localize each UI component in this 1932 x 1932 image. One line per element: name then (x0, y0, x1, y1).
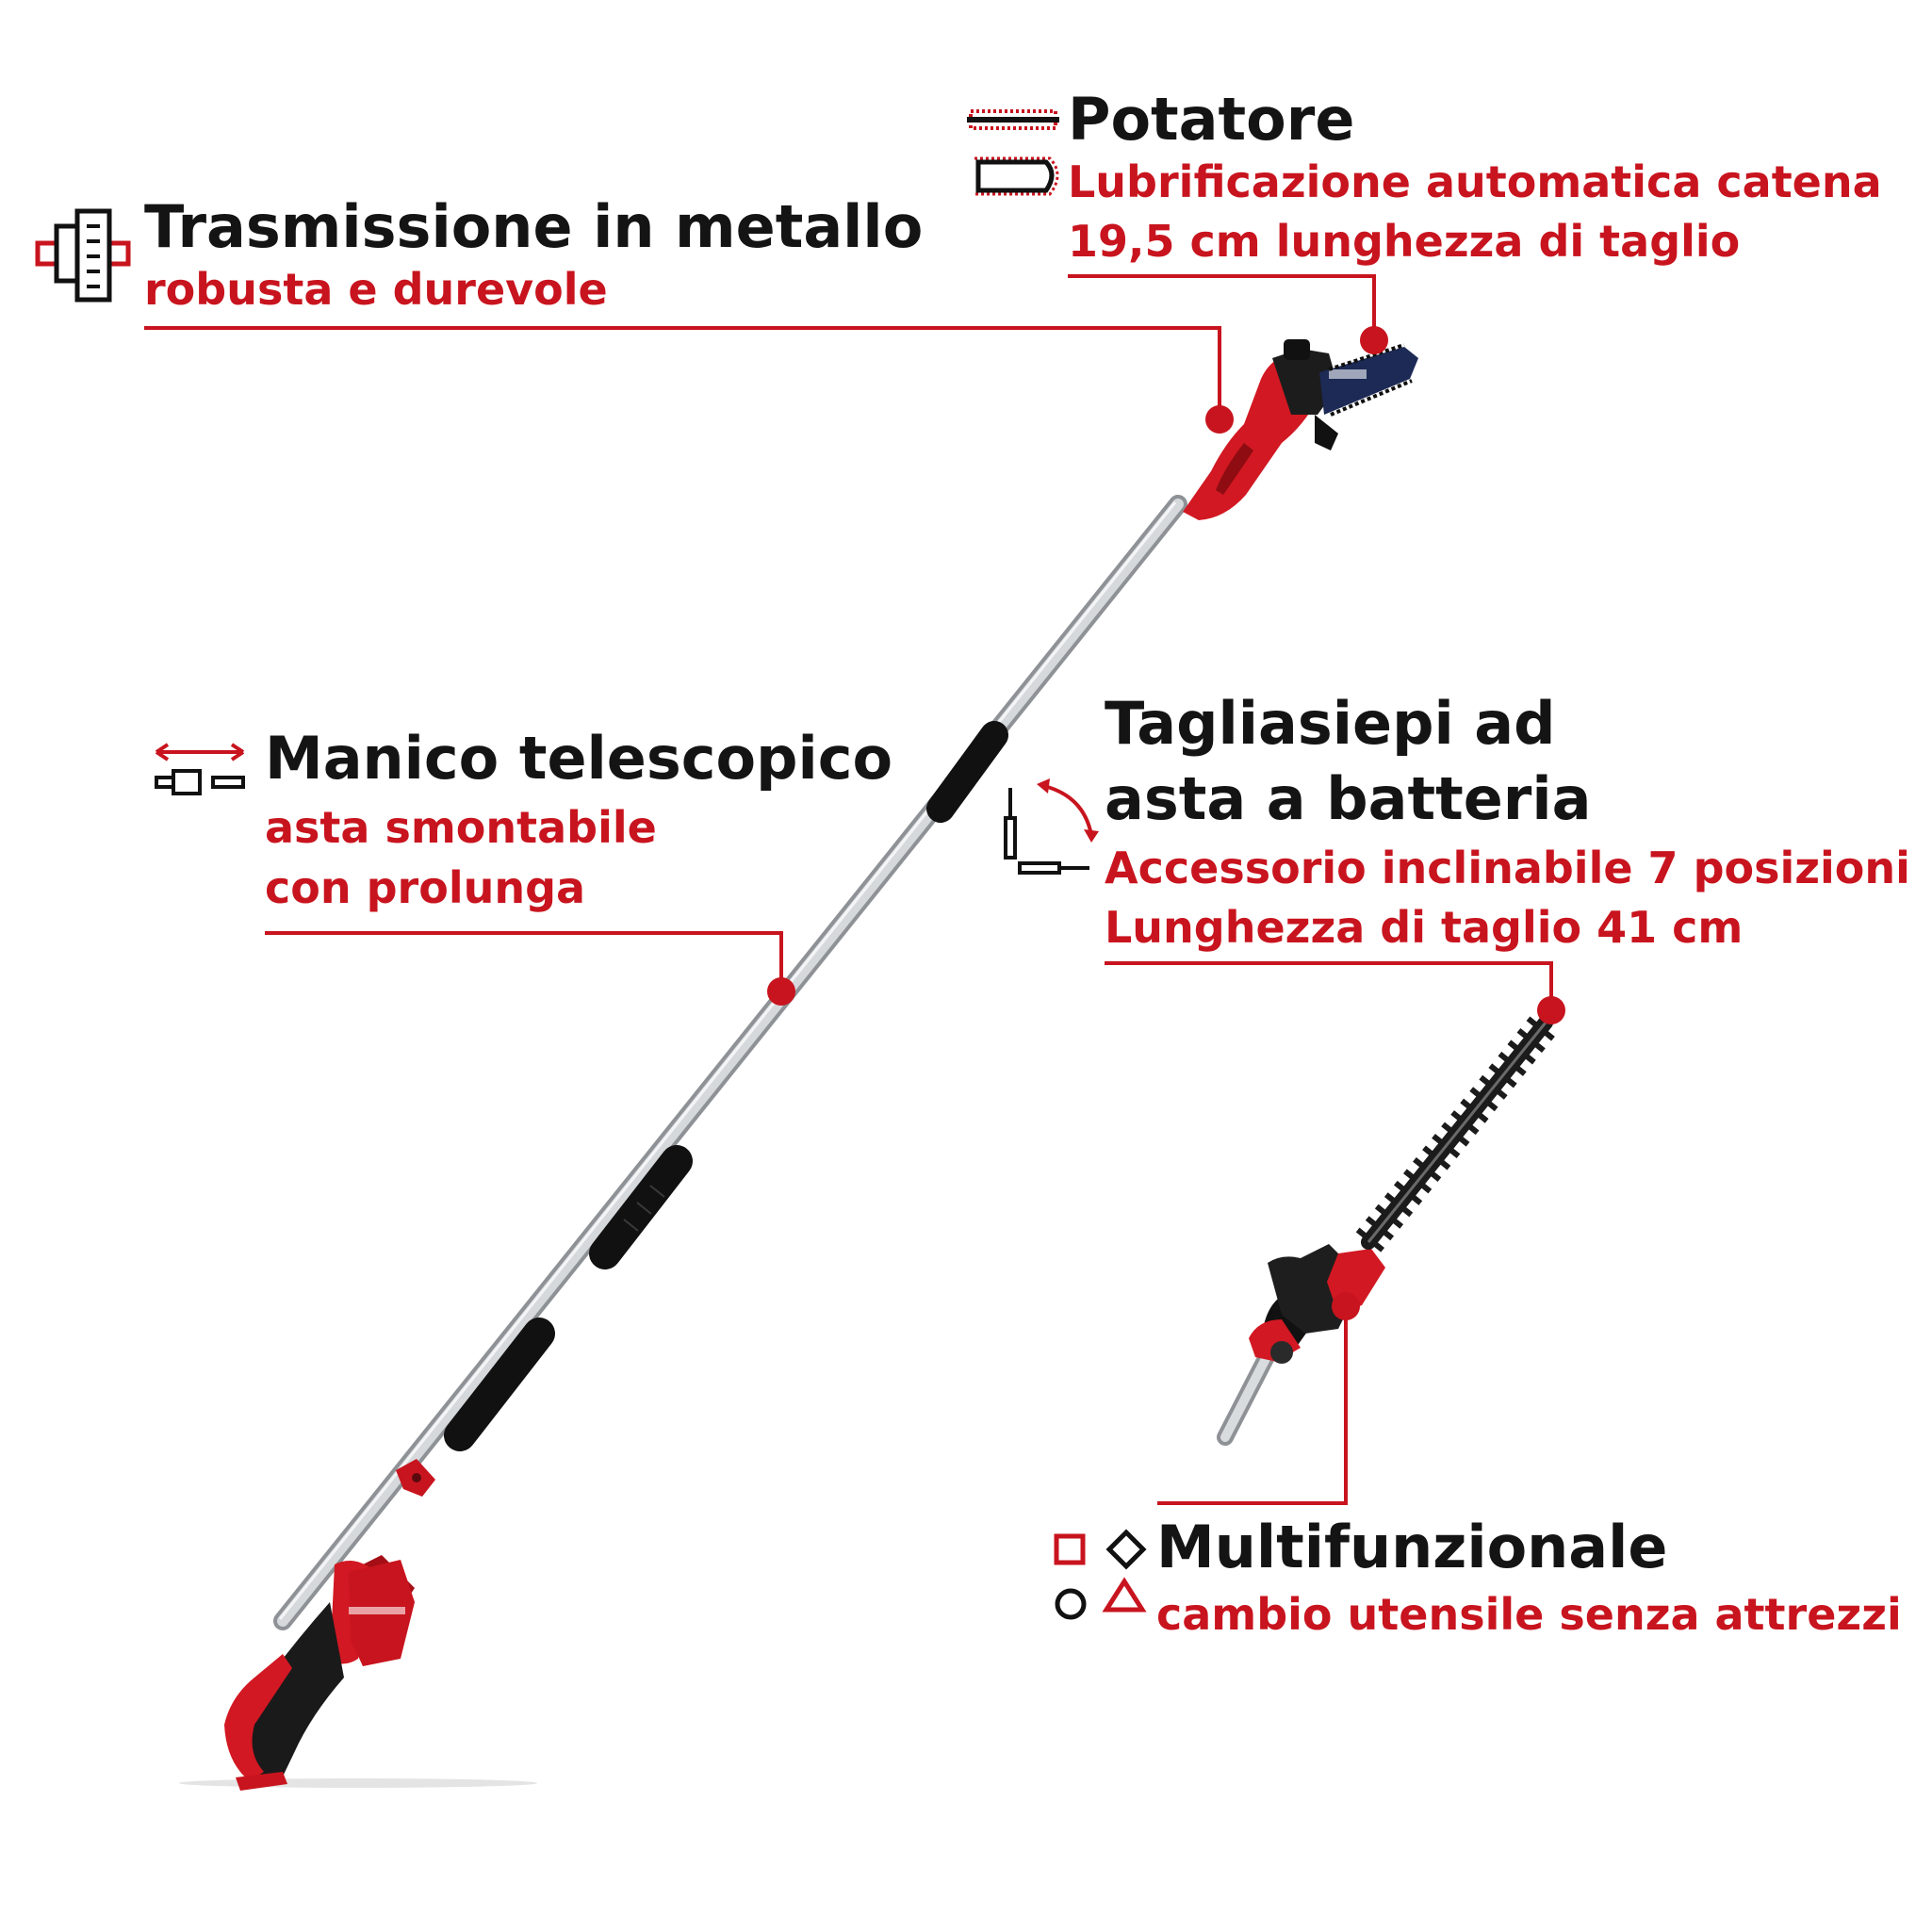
leader-manico (265, 931, 783, 991)
potatore-line1: Lubrificazione automatica catena (1068, 156, 1882, 207)
leader-tagliasiepi (1105, 961, 1553, 1010)
leader-dot-tagliasiepi (1537, 996, 1565, 1024)
hedge-trimmer-head (1217, 1012, 1559, 1446)
manico-line2: con prolunga (265, 862, 586, 913)
leader-dot-potatore (1360, 326, 1388, 354)
tilt-angle-icon (1004, 778, 1099, 875)
manico-title: Manico telescopico (265, 724, 893, 793)
multifunzionale-subtitle: cambio utensile senza attrezzi (1156, 1589, 1902, 1640)
pole-coupling (589, 1145, 693, 1269)
leader-dot-manico (767, 977, 795, 1006)
chain-bar-icon (967, 109, 1059, 196)
pole-grip-lower (444, 1318, 555, 1451)
leader-trasmissione (144, 326, 1221, 419)
tagliasiepi-title-line1: Tagliasiepi ad (1105, 689, 1556, 758)
multifunzionale-title: Multifunzionale (1156, 1513, 1668, 1581)
leader-dot-multifunzionale (1332, 1292, 1360, 1320)
pruner-head (1183, 339, 1418, 520)
shapes-icon (1054, 1529, 1147, 1620)
trasmissione-subtitle: robusta e durevole (144, 264, 608, 315)
leader-dot-trasmissione (1205, 405, 1234, 434)
handle-battery (224, 1555, 415, 1791)
tagliasiepi-line1: Accessorio inclinabile 7 posizioni (1105, 843, 1910, 893)
manico-line1: asta smontabile (265, 802, 657, 853)
tagliasiepi-title-line2: asta a batteria (1105, 764, 1592, 833)
pole-saw (224, 339, 1559, 1791)
leader-dots (767, 326, 1565, 1320)
leader-multifunzionale (1157, 1306, 1348, 1505)
telescopic-arrow-icon (155, 743, 245, 795)
ground-shadow (179, 1778, 537, 1788)
leader-lines (144, 274, 1553, 1505)
tagliasiepi-line2: Lunghezza di taglio 41 cm (1105, 902, 1744, 953)
potatore-title: Potatore (1068, 85, 1355, 154)
trasmissione-title: Trasmissione in metallo (144, 192, 924, 261)
gearbox-icon (35, 208, 131, 303)
leader-potatore (1068, 274, 1376, 340)
potatore-line2: 19,5 cm lunghezza di taglio (1068, 216, 1741, 267)
pole-grip-upper (926, 721, 1008, 823)
